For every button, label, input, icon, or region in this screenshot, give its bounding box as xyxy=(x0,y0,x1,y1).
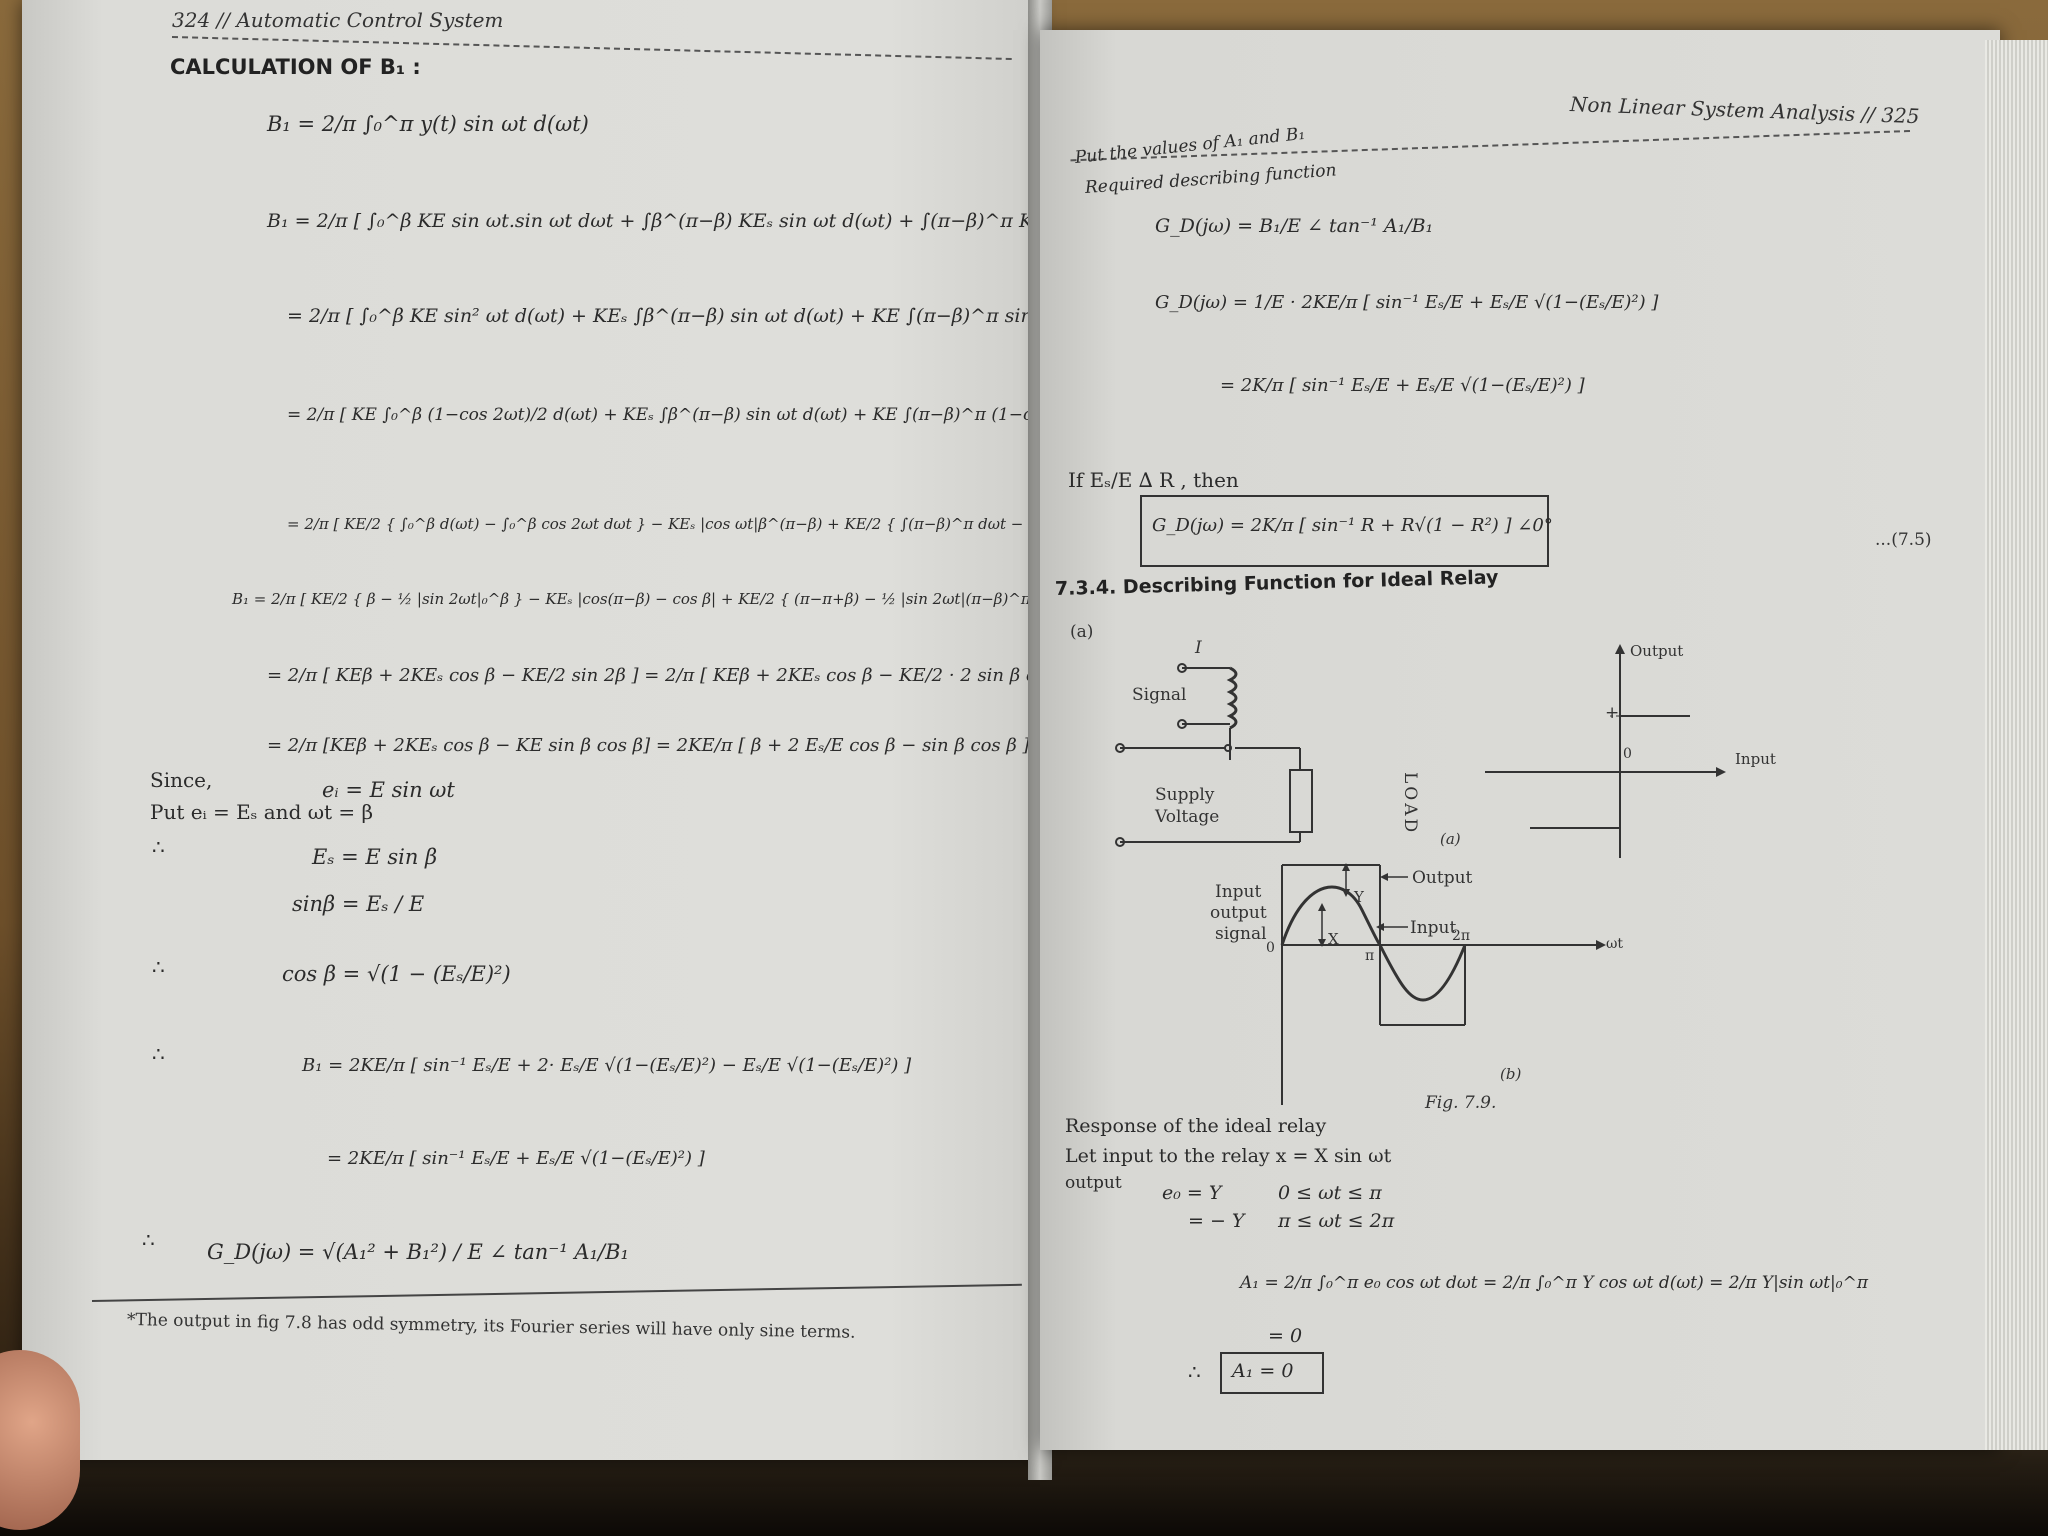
gd-equation: G_D(jω) = B₁/E ∠ tan⁻¹ A₁/B₁ xyxy=(1155,215,1434,237)
output-eq-2: = − Y xyxy=(1188,1210,1245,1232)
supply-label: Supply xyxy=(1155,785,1215,805)
result-box xyxy=(1140,495,1549,567)
supply-label: Voltage xyxy=(1155,807,1220,827)
footnote-rule xyxy=(91,1283,1022,1302)
right-page-header: Non Linear System Analysis // 325 xyxy=(1569,92,1920,129)
equation-line: = 2/π [ KE/2 { ∫₀^β d(ωt) − ∫₀^β cos 2ωt… xyxy=(287,515,1040,533)
b1-equation: B₁ = 2KE/π [ sin⁻¹ Eₛ/E + 2· Eₛ/E √(1−(E… xyxy=(302,1055,912,1076)
since-label: Since, xyxy=(150,768,213,792)
put-statement: Put eᵢ = Eₛ and ωt = β xyxy=(150,800,374,824)
output-axis-label: Output xyxy=(1630,642,1684,660)
response-heading: Response of the ideal relay xyxy=(1065,1115,1327,1137)
relay-waveform-plot xyxy=(1280,863,1606,1105)
equation-line: B₁ = 2/π ∫₀^π y(t) sin ωt d(ωt) xyxy=(267,112,589,136)
output-eq-1: e₀ = Y xyxy=(1162,1182,1222,1204)
equation-number: ...(7.5) xyxy=(1875,530,1932,550)
footnote: *The output in fig 7.8 has odd symmetry,… xyxy=(126,1310,856,1343)
figure-caption: Fig. 7.9. xyxy=(1425,1093,1497,1113)
plus-sign: + xyxy=(1605,703,1620,723)
since-equation: eᵢ = E sin ωt xyxy=(322,778,455,802)
equation-line: = 2/π [ KE ∫₀^β (1−cos 2ωt)/2 d(ωt) + KE… xyxy=(287,405,1040,425)
section-title: CALCULATION OF B₁ : xyxy=(170,55,421,79)
therefore-symbol: ∴ xyxy=(152,1042,165,1066)
if-condition: If Eₛ/E ∆ R , then xyxy=(1068,468,1239,492)
therefore-symbol: ∴ xyxy=(152,835,165,859)
wt-label: ωt xyxy=(1606,936,1624,952)
es-equation: Eₛ = E sin β xyxy=(312,845,438,869)
equation-line: B₁ = 2/π [ ∫₀^β KE sin ωt.sin ωt dωt + ∫… xyxy=(267,210,1040,232)
relay-circuit-diagram xyxy=(1115,663,1313,847)
current-label: I xyxy=(1195,638,1202,658)
page-edges xyxy=(1985,40,2048,1450)
left-page: 324 // Automatic Control System CALCULAT… xyxy=(22,0,1040,1460)
figure-tag: (a) xyxy=(1070,622,1094,642)
cosb-equation: cos β = √(1 − (Eₛ/E)²) xyxy=(282,962,511,986)
section-heading: 7.3.4. Describing Function for Ideal Rel… xyxy=(1054,566,1499,600)
io-signal-label: Input xyxy=(1215,882,1262,902)
gd-equation: G_D(jω) = 1/E · 2KE/π [ sin⁻¹ Eₛ/E + Eₛ/… xyxy=(1155,292,1659,313)
let-input-line: Let input to the relay x = X sin ωt xyxy=(1065,1145,1392,1167)
output-word: output xyxy=(1065,1173,1122,1193)
io-signal-label: output xyxy=(1210,903,1267,923)
amplitude-x-label: X xyxy=(1328,930,1339,948)
wave-origin-label: 0 xyxy=(1266,940,1275,956)
caption-b: (b) xyxy=(1500,1065,1522,1083)
equation-line: = 2/π [ ∫₀^β KE sin² ωt d(ωt) + KEₛ ∫β^(… xyxy=(287,305,1040,327)
two-pi-label: 2π xyxy=(1452,928,1471,944)
therefore-symbol: ∴ xyxy=(152,955,165,979)
equation-line: B₁ = 2/π [ KE/2 { β − ½ |sin 2ωt|₀^β } −… xyxy=(232,590,1040,608)
a1-result-box xyxy=(1220,1352,1324,1394)
equation-line: = 2/π [KEβ + 2KEₛ cos β − KE sin β cos β… xyxy=(267,735,1030,756)
signal-label: Signal xyxy=(1132,685,1187,705)
caption-a: (a) xyxy=(1440,830,1461,848)
therefore-symbol: ∴ xyxy=(1188,1360,1201,1384)
left-page-header: 324 // Automatic Control System xyxy=(172,8,504,32)
load-label: LOAD xyxy=(1400,772,1420,836)
input-axis-label: Input xyxy=(1735,750,1776,768)
a1-zero: = 0 xyxy=(1268,1325,1303,1347)
put-values-line: Put the values of A₁ and B₁ xyxy=(1073,123,1307,168)
b1-equation: = 2KE/π [ sin⁻¹ Eₛ/E + Eₛ/E √(1−(Eₛ/E)²)… xyxy=(327,1148,705,1169)
range-1: 0 ≤ ωt ≤ π xyxy=(1278,1182,1382,1204)
describing-function-equation: G_D(jω) = √(A₁² + B₁²) / E ∠ tan⁻¹ A₁/B₁ xyxy=(207,1240,629,1264)
sinb-equation: sinβ = Eₛ / E xyxy=(292,892,425,916)
wave-output-label: Output xyxy=(1412,868,1473,888)
origin-label: 0 xyxy=(1623,746,1632,762)
pi-label: π xyxy=(1365,948,1375,964)
relay-characteristic-plot xyxy=(1485,644,1726,858)
range-2: π ≤ ωt ≤ 2π xyxy=(1278,1210,1395,1232)
boxed-equation: G_D(jω) = 2K/π [ sin⁻¹ R + R√(1 − R²) ] … xyxy=(1152,515,1553,536)
therefore-symbol: ∴ xyxy=(142,1228,155,1252)
a1-equation: A₁ = 2/π ∫₀^π e₀ cos ωt dωt = 2/π ∫₀^π Y… xyxy=(1240,1273,1868,1293)
thumb xyxy=(0,1350,80,1530)
gd-equation: = 2K/π [ sin⁻¹ Eₛ/E + Eₛ/E √(1−(Eₛ/E)²) … xyxy=(1220,375,1585,396)
amplitude-y-label: Y xyxy=(1354,888,1364,906)
right-page: Non Linear System Analysis // 325 Put th… xyxy=(1040,30,2000,1450)
a1-result: A₁ = 0 xyxy=(1232,1360,1294,1382)
wave-input-label: Input xyxy=(1410,918,1457,938)
required-line: Required describing function xyxy=(1084,160,1338,198)
equation-line: = 2/π [ KEβ + 2KEₛ cos β − KE/2 sin 2β ]… xyxy=(267,665,1040,686)
io-signal-label: signal xyxy=(1215,924,1267,944)
